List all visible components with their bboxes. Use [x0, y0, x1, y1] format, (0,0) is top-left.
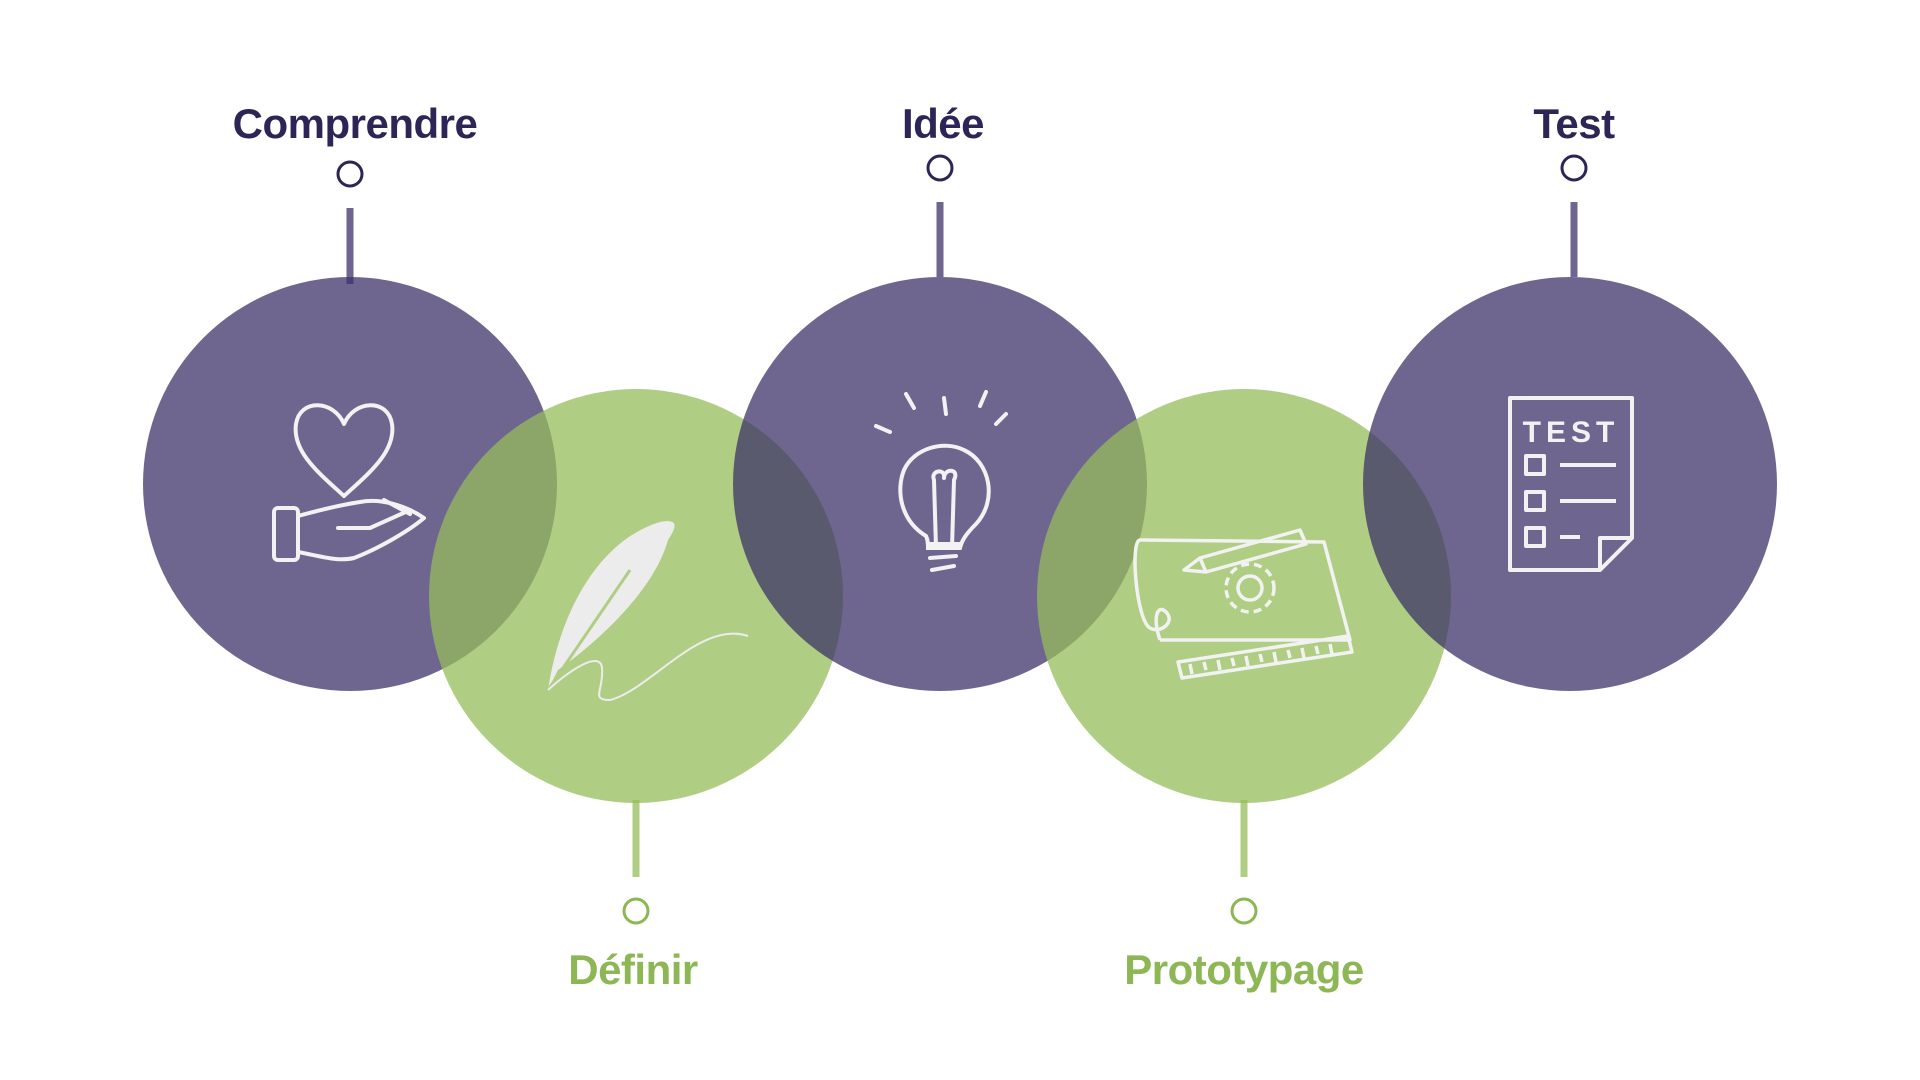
node-dot-definir	[622, 897, 650, 925]
node-dot-comprendre	[336, 160, 364, 188]
node-dot-test	[1560, 154, 1588, 182]
test-checklist-icon	[1508, 396, 1634, 572]
test-icon-text: TEST	[1523, 416, 1620, 449]
heart-in-hand-icon	[272, 403, 426, 562]
node-dot-idee	[926, 154, 954, 182]
step-label-comprendre: Comprendre	[232, 100, 478, 147]
node-dot-prototypage	[1230, 897, 1258, 925]
lightbulb-icon	[874, 390, 1008, 572]
step-label-test: Test	[1533, 100, 1615, 147]
blueprint-icon	[1133, 528, 1354, 680]
feather-quill-icon	[546, 521, 749, 702]
step-circle-test	[1363, 277, 1777, 691]
step-label-prototypage: Prototypage	[1124, 946, 1364, 993]
step-circle-prototypage	[1037, 389, 1451, 803]
step-label-idee: Idée	[901, 100, 985, 147]
step-label-definir: Définir	[568, 946, 698, 993]
